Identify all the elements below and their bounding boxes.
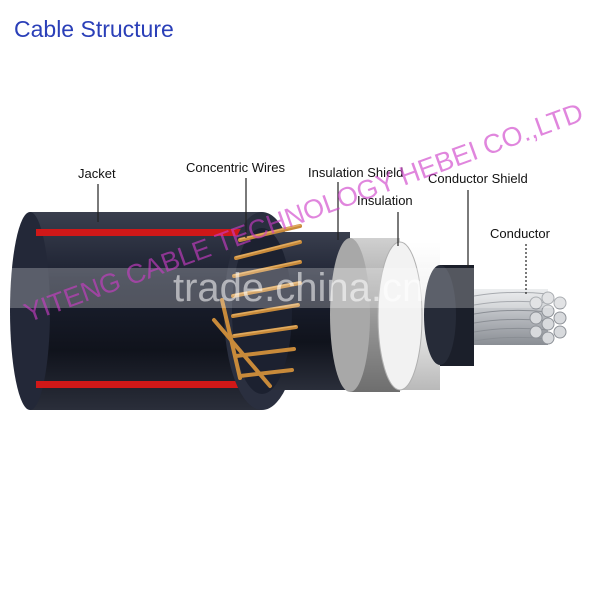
- leader-lines: [97, 178, 527, 294]
- watermark-band: [0, 268, 600, 308]
- conductor-layer: [473, 289, 567, 345]
- label-jacket: Jacket: [78, 166, 116, 181]
- label-concentric-wires: Concentric Wires: [186, 160, 285, 175]
- label-insulation-shield: Insulation Shield: [308, 165, 404, 180]
- jacket-layer: [10, 212, 262, 410]
- label-insulation: Insulation: [357, 193, 413, 208]
- concentric-wires-layer: [212, 212, 350, 410]
- jacket-stripe-bottom: [36, 381, 255, 388]
- label-conductor-shield: Conductor Shield: [428, 171, 528, 186]
- page-title: Cable Structure: [14, 16, 174, 42]
- jacket-stripe-top: [36, 229, 255, 236]
- label-conductor: Conductor: [490, 226, 550, 241]
- conductor-shield-layer: [424, 265, 474, 366]
- watermark-site: trade.china.cn: [173, 266, 425, 310]
